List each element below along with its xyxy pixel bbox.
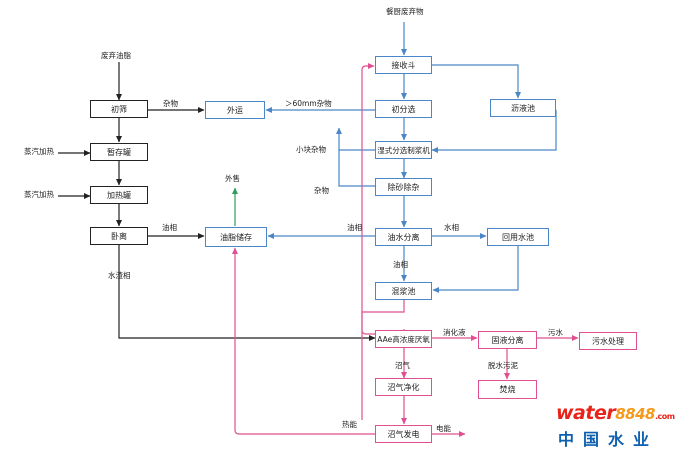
box-lilechi: 沥液池	[490, 99, 556, 117]
jieshou-to-lilechi-arrow	[432, 64, 521, 99]
box-zhaoqifadian-label: 沼气发电	[387, 429, 420, 439]
logo-brand: water8848.com	[556, 402, 675, 424]
box-chufenxuan-label: 初分选	[391, 104, 416, 114]
shuizha-to-aae-arrow	[118, 245, 376, 341]
box-chufenxuan: 初分选	[375, 100, 432, 118]
water8848-logo: water8848.com 中国水业网	[556, 402, 682, 449]
logo-num: 8848	[615, 405, 655, 423]
box-aae: AAe高浓度厌氧	[375, 330, 432, 348]
label-zawu-60mm: ＞60mm杂物	[285, 99, 332, 108]
box-wolixin-label: 卧离	[111, 231, 127, 241]
box-aae-label: AAe高浓度厌氧	[377, 334, 430, 344]
box-youshui: 油水分离	[375, 228, 432, 246]
label-waishou: 外售	[225, 174, 240, 183]
box-tiaojiang: 混浆池	[375, 282, 432, 300]
box-jieshou: 接收斗	[375, 56, 432, 74]
box-zancun: 暂存罐	[90, 143, 148, 161]
lilechi-to-shishi-arrow	[431, 110, 557, 153]
label-tuoshui: 脱水污泥	[488, 361, 518, 370]
label-canchu: 餐厨废弃物	[386, 7, 424, 16]
box-tiaojiang-label: 混浆池	[391, 286, 416, 296]
label-feiqi: 废弃油脂	[101, 51, 131, 60]
box-chusha: 除砂除杂	[375, 178, 432, 196]
box-guye: 固液分离	[478, 331, 537, 349]
logo-water: water	[556, 402, 616, 424]
label-shuixiang: 水相	[444, 223, 459, 232]
logo-com: .com	[654, 412, 675, 421]
box-shishi-label: 湿式分选制浆机	[377, 145, 430, 155]
label-youxiang-3: 油相	[393, 260, 408, 269]
box-huiyong: 回用水池	[487, 228, 549, 246]
label-zhengqi-2: 蒸汽加热	[24, 190, 54, 199]
box-jieshou-label: 接收斗	[391, 60, 416, 70]
box-jiare: 加热罐	[90, 186, 148, 204]
reneng-to-youzhi-arrow	[232, 247, 375, 435]
box-wushui-label: 污水处理	[592, 336, 624, 346]
box-guye-label: 固液分离	[491, 335, 524, 345]
box-youzhi: 油脂储存	[205, 227, 267, 247]
chusha-to-waiyun-line	[338, 150, 375, 187]
box-wushui: 污水处理	[579, 332, 637, 350]
huiyong-to-tiaojiang-arrow	[432, 246, 519, 293]
box-chushai: 初筛	[90, 100, 148, 118]
box-waiyun-label: 外运	[227, 105, 243, 115]
label-shuizha: 水渣相	[108, 271, 131, 280]
box-chushai-label: 初筛	[111, 104, 127, 114]
box-wolixin: 卧离	[90, 227, 148, 245]
box-zhaoqifadian: 沼气发电	[375, 425, 432, 443]
box-zhaoqijinghua: 沼气净化	[375, 378, 432, 396]
box-chusha-label: 除砂除杂	[387, 182, 420, 192]
logo-cn: 中国水业网	[558, 430, 659, 449]
box-waiyun: 外运	[205, 101, 265, 119]
label-zawu-2: 杂物	[314, 186, 329, 195]
label-youxiang-1: 油相	[162, 223, 177, 232]
label-dianneng: 电能	[436, 424, 451, 433]
label-reneng: 热能	[342, 420, 357, 429]
label-youxiang-2: 油相	[347, 223, 362, 232]
box-huiyong-label: 回用水池	[502, 232, 534, 242]
box-youshui-label: 油水分离	[387, 232, 420, 242]
box-zhaoqijinghua-label: 沼气净化	[387, 382, 420, 392]
box-lilechi-label: 沥液池	[511, 103, 535, 113]
box-fenshao-label: 焚烧	[499, 385, 516, 394]
box-jiare-label: 加热罐	[107, 190, 131, 200]
box-youzhi-label: 油脂储存	[220, 232, 252, 242]
box-fenshao: 焚烧	[478, 380, 537, 399]
label-zhengqi-1: 蒸汽加热	[24, 147, 54, 156]
label-wushui: 污水	[548, 328, 563, 337]
label-zhaoqi: 沼气	[395, 361, 410, 370]
box-shishi: 湿式分选制浆机	[375, 141, 432, 159]
tiaojiang-to-aae-line	[361, 300, 405, 335]
label-xiaokuai: 小块杂物	[296, 145, 326, 154]
label-zawu-1: 杂物	[163, 99, 178, 108]
reneng-to-jieshou-arrow	[361, 63, 375, 420]
box-zancun-label: 暂存罐	[107, 147, 131, 157]
label-xiaohua: 消化液	[443, 328, 466, 337]
shishi-to-waiyun-arrow	[336, 127, 375, 151]
